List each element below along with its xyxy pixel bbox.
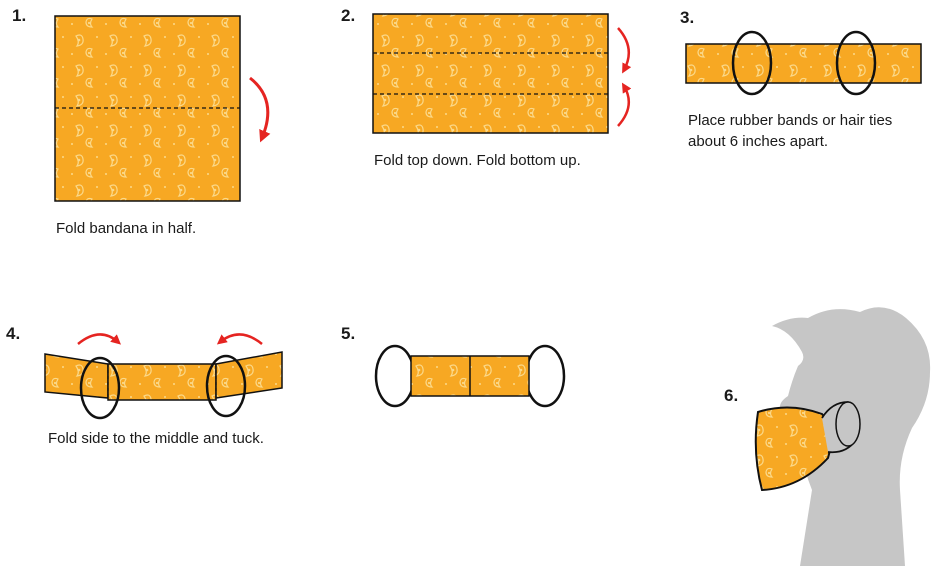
- step-1-bandana: [54, 15, 241, 202]
- step-3-caption-line-2: about 6 inches apart.: [688, 133, 829, 150]
- rubber-band-icon: [835, 30, 877, 96]
- rubber-band-icon: [374, 344, 416, 408]
- rubber-band-icon: [205, 354, 247, 418]
- step-3-number: 3.: [680, 8, 695, 27]
- step-4-caption: Fold side to the middle and tuck.: [48, 430, 264, 447]
- fold-arrow-icon: [617, 27, 632, 74]
- step-4-number: 4.: [6, 324, 21, 343]
- step-5-mask: [374, 344, 566, 408]
- step-1-caption: Fold bandana in half.: [56, 220, 197, 237]
- step-3-caption: Place rubber bands or hair ties about 6 …: [688, 110, 892, 152]
- fold-arrow-icon: [77, 333, 121, 345]
- fold-arrow-icon: [249, 76, 271, 143]
- step-4-strip: [44, 351, 283, 420]
- rubber-band-icon: [524, 344, 566, 408]
- step-6-wearing-mask: [754, 307, 931, 566]
- step-2-number: 2.: [341, 6, 356, 25]
- step-2-bandana: [372, 13, 609, 134]
- step-5-number: 5.: [341, 324, 356, 343]
- step-2-caption: Fold top down. Fold bottom up.: [374, 152, 581, 169]
- step-6-number: 6.: [724, 386, 739, 405]
- rubber-band-icon: [731, 30, 773, 96]
- step-1-number: 1.: [12, 6, 27, 25]
- step-3-caption-line-1: Place rubber bands or hair ties: [688, 112, 893, 129]
- step-3-strip: [685, 30, 922, 96]
- fold-arrow-icon: [617, 82, 632, 127]
- fold-arrow-icon: [216, 333, 263, 345]
- rubber-band-icon: [79, 356, 121, 420]
